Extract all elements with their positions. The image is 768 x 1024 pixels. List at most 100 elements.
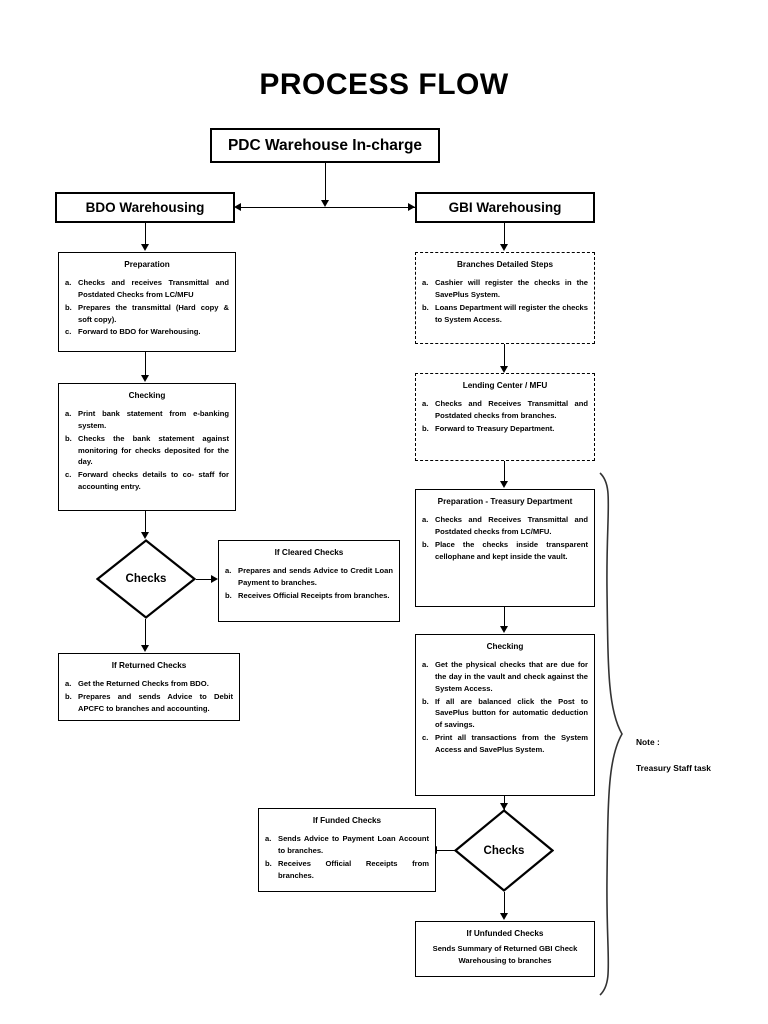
step-text: Forward to BDO for Warehousing. [78, 327, 201, 337]
connector-left-decision-to-cleared [196, 579, 214, 580]
step-marker: b. [422, 696, 429, 706]
node-left-preparation[interactable]: Preparation a.Checks and receives Transm… [58, 252, 236, 352]
step-text: Loans Department will register the check… [435, 302, 588, 324]
treasury-scope-brace [599, 472, 623, 996]
list-item: b. Prepares the transmittal (Hard copy & … [65, 302, 229, 326]
arrowhead-left-checking-to-decision [140, 532, 149, 539]
node-if-funded-checks[interactable]: If Funded Checks a. Sends Advice to Payme… [258, 808, 436, 892]
connector-gbi-to-branches [504, 223, 505, 244]
list-item: a.Checks and Receives Transmittal and Po… [422, 398, 588, 422]
step-marker: c. [422, 732, 429, 742]
node-if-cleared-checks[interactable]: If Cleared Checks a. Prepares and sends A… [218, 540, 400, 622]
arrowhead-to-bdo [234, 202, 241, 211]
node-gbi-warehousing-label: GBI Warehousing [448, 200, 562, 215]
node-preparation-treasury-department-steps: a.Checks and Receives Transmittal and Po… [422, 514, 588, 562]
step-text: Receives Official Receipts from branches… [238, 590, 390, 600]
step-marker: b. [422, 539, 429, 549]
arrowhead-pdc-down [320, 200, 329, 207]
node-if-cleared-checks-title: If Cleared Checks [274, 548, 344, 557]
connector-left-checking-to-decision [145, 511, 146, 533]
step-text: Place the checks inside transparent cell… [435, 539, 588, 561]
list-item: c. Print all transactions from the System… [422, 732, 588, 756]
node-if-returned-checks[interactable]: If Returned Checks a. Get the Returned Ch… [58, 653, 240, 721]
arrowhead-bdo-to-preparation [140, 244, 149, 251]
arrowhead-to-gbi [408, 202, 415, 211]
list-item: a.Cashier will register the checks in th… [422, 277, 588, 301]
arrowhead-treasury-prep-to-checking [499, 626, 508, 633]
node-if-unfunded-checks[interactable]: If Unfunded Checks Sends Summary of Retu… [415, 921, 595, 977]
list-item: a. Get the Returned Checks from BDO. [65, 678, 233, 690]
step-text: Checks and Receives Transmittal and Post… [435, 515, 588, 537]
step-marker: b. [422, 423, 429, 433]
step-text: Receives Official Receipts from branches… [278, 858, 429, 880]
node-branches-detailed-steps[interactable]: Branches Detailed Steps a.Cashier will r… [415, 252, 595, 344]
decision-left-checks[interactable]: Checks [96, 539, 196, 619]
note-text: Treasury Staff task [636, 763, 711, 774]
node-left-preparation-steps: a.Checks and receives Transmittal and Po… [65, 277, 229, 338]
step-text: Checks and Receives Transmittal and Post… [435, 399, 588, 421]
connector-branch-horizontal [236, 207, 415, 208]
list-item: b. Place the checks inside transparent ce… [422, 539, 588, 563]
node-if-returned-checks-title: If Returned Checks [111, 661, 187, 670]
connector-pdc-down [325, 163, 326, 200]
arrowhead-left-prep-to-checking [140, 375, 149, 382]
node-if-cleared-checks-steps: a. Prepares and sends Advice to Credit Lo… [225, 565, 393, 601]
node-preparation-treasury-department-title: Preparation - Treasury Department [437, 497, 573, 506]
node-left-checking[interactable]: Checking a.Print bank statement from e-b… [58, 383, 236, 511]
arrowhead-lending-to-treasury-prep [499, 481, 508, 488]
node-if-unfunded-checks-title: If Unfunded Checks [466, 929, 544, 938]
node-bdo-warehousing-label: BDO Warehousing [85, 200, 205, 215]
node-branches-detailed-steps-title: Branches Detailed Steps [456, 260, 553, 269]
step-text: Print all transactions from the System A… [435, 732, 588, 754]
step-text: Prepares and sends Advice to Credit Loan… [238, 566, 393, 588]
arrowhead-branches-to-lending [499, 366, 508, 373]
arrowhead-gbi-to-branches [499, 244, 508, 251]
step-text: Checks the bank statement against monito… [78, 433, 229, 467]
step-marker: b. [225, 590, 232, 600]
connector-right-decision-to-unfunded [504, 892, 505, 915]
node-if-returned-checks-steps: a.Get the Returned Checks from BDO. b.Pr… [65, 678, 233, 714]
node-preparation-treasury-department[interactable]: Preparation - Treasury Department a.Chec… [415, 489, 595, 607]
decision-right-checks-label: Checks [483, 844, 525, 857]
node-if-funded-checks-title: If Funded Checks [312, 816, 382, 825]
node-bdo-warehousing[interactable]: BDO Warehousing [55, 192, 235, 223]
step-marker: a. [225, 566, 232, 576]
node-gbi-warehousing[interactable]: GBI Warehousing [415, 192, 595, 223]
node-lending-center-mfu[interactable]: Lending Center / MFU a.Checks and Receiv… [415, 373, 595, 461]
list-item: a.Checks and receives Transmittal and Po… [65, 277, 229, 301]
node-left-checking-title: Checking [128, 391, 166, 400]
node-lending-center-mfu-steps: a.Checks and Receives Transmittal and Po… [422, 398, 588, 434]
node-if-funded-checks-steps: a. Sends Advice to Payment Loan Account t… [265, 833, 429, 881]
step-marker: a. [422, 278, 429, 288]
list-item: b.Receives Official Receipts from branch… [265, 858, 429, 882]
node-if-unfunded-checks-body: Sends Summary of Returned GBI Check Ware… [432, 944, 578, 965]
connector-left-decision-to-returned [145, 619, 146, 646]
step-marker: b. [65, 692, 72, 702]
step-marker: c. [65, 470, 72, 480]
step-marker: a. [265, 834, 272, 844]
list-item: b.Forward to Treasury Department. [422, 423, 588, 435]
step-text: Forward checks details to co- staff for … [78, 470, 229, 491]
node-right-checking[interactable]: Checking a.Get the physical checks that … [415, 634, 595, 796]
note-treasury-staff-task: Note : Treasury Staff task [636, 723, 756, 788]
step-marker: a. [65, 679, 72, 689]
connector-left-prep-to-checking [145, 352, 146, 375]
list-item: b.Checks the bank statement against moni… [65, 433, 229, 468]
list-item: a. Prepares and sends Advice to Credit Lo… [225, 565, 393, 589]
step-marker: a. [65, 278, 72, 288]
step-text: Sends Advice to Payment Loan Account to … [278, 834, 429, 856]
node-pdc-warehouse-incharge[interactable]: PDC Warehouse In-charge [210, 128, 440, 163]
step-marker: b. [65, 302, 72, 312]
decision-left-checks-label: Checks [125, 573, 167, 585]
node-left-checking-steps: a.Print bank statement from e-banking sy… [65, 408, 229, 492]
step-text: Get the Returned Checks from BDO. [78, 679, 209, 689]
step-text: Prepares the transmittal (Hard copy & so… [78, 302, 229, 324]
list-item: a.Print bank statement from e-banking sy… [65, 408, 229, 432]
arrowhead-right-checking-to-decision [499, 803, 508, 810]
list-item: b. If all are balanced click the Post to … [422, 696, 588, 731]
list-item: a.Checks and Receives Transmittal and Po… [422, 514, 588, 538]
step-text: Get the physical checks that are due for… [435, 660, 588, 693]
step-text: If all are balanced click the Post to Sa… [435, 696, 588, 730]
decision-right-checks[interactable]: Checks [454, 809, 554, 892]
